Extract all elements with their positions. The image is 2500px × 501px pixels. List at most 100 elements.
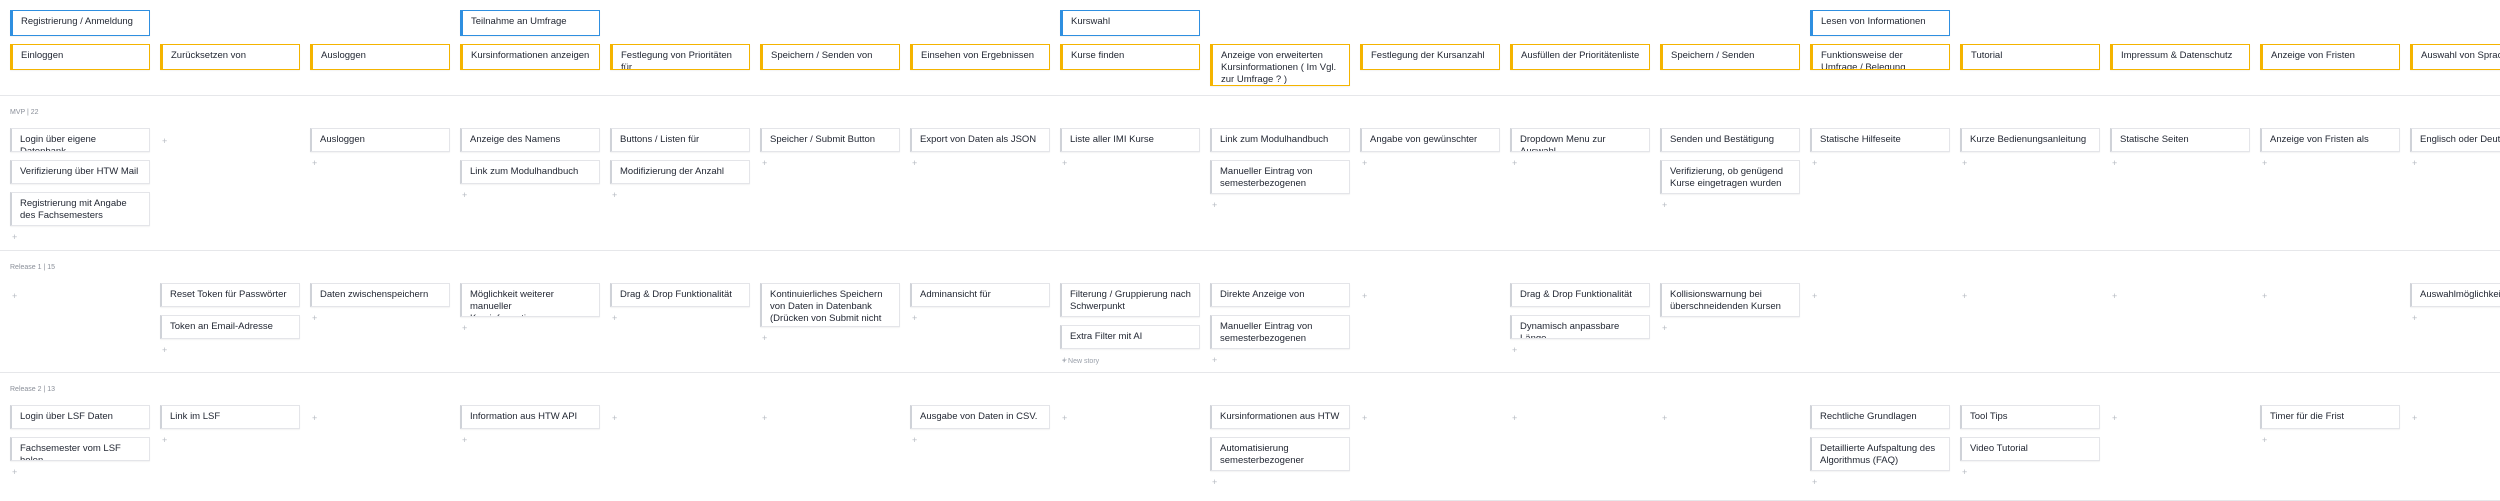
story-card[interactable]: Kursinformationen aus HTW xyxy=(1210,405,1350,429)
story-card[interactable]: Englisch oder Deutsch xyxy=(2410,128,2500,152)
add-story-icon[interactable]: + xyxy=(612,313,618,323)
add-story-icon[interactable]: + xyxy=(1812,477,1818,487)
story-card[interactable]: Ausloggen xyxy=(310,128,450,152)
activity-card[interactable]: Anzeige von erweiterten Kursinformatione… xyxy=(1210,44,1350,86)
add-story-icon[interactable]: + xyxy=(762,158,768,168)
add-story-icon[interactable]: + xyxy=(1662,200,1668,210)
add-story-icon[interactable]: + xyxy=(912,313,918,323)
activity-card[interactable]: Funktionsweise der Umfrage / Belegung xyxy=(1810,44,1950,70)
add-story-icon[interactable]: + xyxy=(312,313,318,323)
story-card[interactable]: Rechtliche Grundlagen xyxy=(1810,405,1950,429)
story-card[interactable]: Token an Email-Adresse xyxy=(160,315,300,339)
add-story-icon[interactable]: + xyxy=(1062,355,1068,365)
story-card[interactable]: Ausgabe von Daten in CSV. xyxy=(910,405,1050,429)
story-card[interactable]: Login über eigene Datenbank xyxy=(10,128,150,152)
activity-card[interactable]: Ausfüllen der Prioritätenliste xyxy=(1510,44,1650,70)
add-story-icon[interactable]: + xyxy=(1812,158,1818,168)
add-story-icon[interactable]: + xyxy=(1962,467,1968,477)
add-story-icon[interactable]: + xyxy=(2412,158,2418,168)
add-story-icon[interactable]: + xyxy=(1512,158,1518,168)
add-story-icon[interactable]: + xyxy=(1362,413,1368,423)
activity-card[interactable]: Ausloggen xyxy=(310,44,450,70)
add-story-icon[interactable]: + xyxy=(12,467,18,477)
add-story-icon[interactable]: + xyxy=(2262,158,2268,168)
activity-card[interactable]: Impressum & Datenschutz xyxy=(2110,44,2250,70)
story-card[interactable]: Verifizierung über HTW Mail xyxy=(10,160,150,184)
story-card[interactable]: Information aus HTW API xyxy=(460,405,600,429)
story-card[interactable]: Reset Token für Passwörter xyxy=(160,283,300,307)
activity-card[interactable]: Tutorial xyxy=(1960,44,2100,70)
add-story-icon[interactable]: + xyxy=(2112,413,2118,423)
add-story-icon[interactable]: + xyxy=(2112,291,2118,301)
story-card[interactable]: Login über LSF Daten xyxy=(10,405,150,429)
add-story-icon[interactable]: + xyxy=(912,158,918,168)
activity-card[interactable]: Zurücksetzen von xyxy=(160,44,300,70)
add-story-icon[interactable]: + xyxy=(312,413,318,423)
story-card[interactable]: Möglichkeit weiterer manueller Kursinfor… xyxy=(460,283,600,317)
epic-card[interactable]: Teilnahme an Umfrage xyxy=(460,10,600,36)
activity-card[interactable]: Speichern / Senden xyxy=(1660,44,1800,70)
story-card[interactable]: Manueller Eintrag von semesterbezogenen xyxy=(1210,315,1350,349)
story-card[interactable]: Link im LSF xyxy=(160,405,300,429)
epic-card[interactable]: Lesen von Informationen xyxy=(1810,10,1950,36)
story-card[interactable]: Export von Daten als JSON xyxy=(910,128,1050,152)
story-card[interactable]: Dynamisch anpassbare Länge xyxy=(1510,315,1650,339)
epic-card[interactable]: Registrierung / Anmeldung xyxy=(10,10,150,36)
add-story-icon[interactable]: + xyxy=(1212,477,1218,487)
story-card[interactable]: Link zum Modulhandbuch xyxy=(1210,128,1350,152)
add-story-icon[interactable]: + xyxy=(612,190,618,200)
activity-card[interactable]: Auswahl von Sprache xyxy=(2410,44,2500,70)
story-card[interactable]: Kurze Bedienungsanleitung xyxy=(1960,128,2100,152)
add-story-icon[interactable]: + xyxy=(912,435,918,445)
activity-card[interactable]: Kursinformationen anzeigen xyxy=(460,44,600,70)
story-card[interactable]: Anzeige des Namens xyxy=(460,128,600,152)
add-story-icon[interactable]: + xyxy=(1362,158,1368,168)
activity-card[interactable]: Festlegung von Prioritäten für xyxy=(610,44,750,70)
story-card[interactable]: Drag & Drop Funktionalität xyxy=(1510,283,1650,307)
story-card[interactable]: Video Tutorial xyxy=(1960,437,2100,461)
story-card[interactable]: Filterung / Gruppierung nach Schwerpunkt xyxy=(1060,283,1200,317)
new-story-link[interactable]: + New story xyxy=(1062,358,1100,365)
story-card[interactable]: Verifizierung, ob genügend Kurse eingetr… xyxy=(1660,160,1800,194)
add-story-icon[interactable]: + xyxy=(1062,413,1068,423)
story-card[interactable]: Kontinuierliches Speichern von Daten in … xyxy=(760,283,900,327)
add-story-icon[interactable]: + xyxy=(312,158,318,168)
add-story-icon[interactable]: + xyxy=(1212,355,1218,365)
add-story-icon[interactable]: + xyxy=(1662,413,1668,423)
activity-card[interactable]: Speichern / Senden von xyxy=(760,44,900,70)
add-story-icon[interactable]: + xyxy=(462,323,468,333)
add-story-icon[interactable]: + xyxy=(1662,323,1668,333)
story-card[interactable]: Tool Tips xyxy=(1960,405,2100,429)
add-story-icon[interactable]: + xyxy=(1362,291,1368,301)
story-card[interactable]: Senden und Bestätigung xyxy=(1660,128,1800,152)
add-story-icon[interactable]: + xyxy=(762,333,768,343)
add-story-icon[interactable]: + xyxy=(2262,435,2268,445)
add-story-icon[interactable]: + xyxy=(2412,413,2418,423)
activity-card[interactable]: Einloggen xyxy=(10,44,150,70)
story-card[interactable]: Buttons / Listen für xyxy=(610,128,750,152)
story-card[interactable]: Timer für die Frist xyxy=(2260,405,2400,429)
story-card[interactable]: Manueller Eintrag von semesterbezogenen xyxy=(1210,160,1350,194)
add-story-icon[interactable]: + xyxy=(1062,158,1068,168)
story-card[interactable]: Auswahlmöglichkeit UI xyxy=(2410,283,2500,307)
story-card[interactable]: Statische Seiten xyxy=(2110,128,2250,152)
story-card[interactable]: Fachsemester vom LSF holen xyxy=(10,437,150,461)
story-card[interactable]: Dropdown Menu zur Auswahl xyxy=(1510,128,1650,152)
story-card[interactable]: Liste aller IMI Kurse xyxy=(1060,128,1200,152)
add-story-icon[interactable]: + xyxy=(1212,200,1218,210)
add-story-icon[interactable]: + xyxy=(162,435,168,445)
add-story-icon[interactable]: + xyxy=(2412,313,2418,323)
add-story-icon[interactable]: + xyxy=(462,435,468,445)
story-card[interactable]: Speicher / Submit Button xyxy=(760,128,900,152)
epic-card[interactable]: Kurswahl xyxy=(1060,10,1200,36)
story-card[interactable]: Modifizierung der Anzahl xyxy=(610,160,750,184)
add-story-icon[interactable]: + xyxy=(1512,413,1518,423)
story-card[interactable]: Direkte Anzeige von xyxy=(1210,283,1350,307)
story-card[interactable]: Drag & Drop Funktionalität xyxy=(610,283,750,307)
story-card[interactable]: Anzeige von Fristen als xyxy=(2260,128,2400,152)
add-story-icon[interactable]: + xyxy=(462,190,468,200)
add-story-icon[interactable]: + xyxy=(12,232,18,242)
add-story-icon[interactable]: + xyxy=(762,413,768,423)
add-story-icon[interactable]: + xyxy=(12,291,18,301)
story-card[interactable]: Extra Filter mit AI xyxy=(1060,325,1200,349)
